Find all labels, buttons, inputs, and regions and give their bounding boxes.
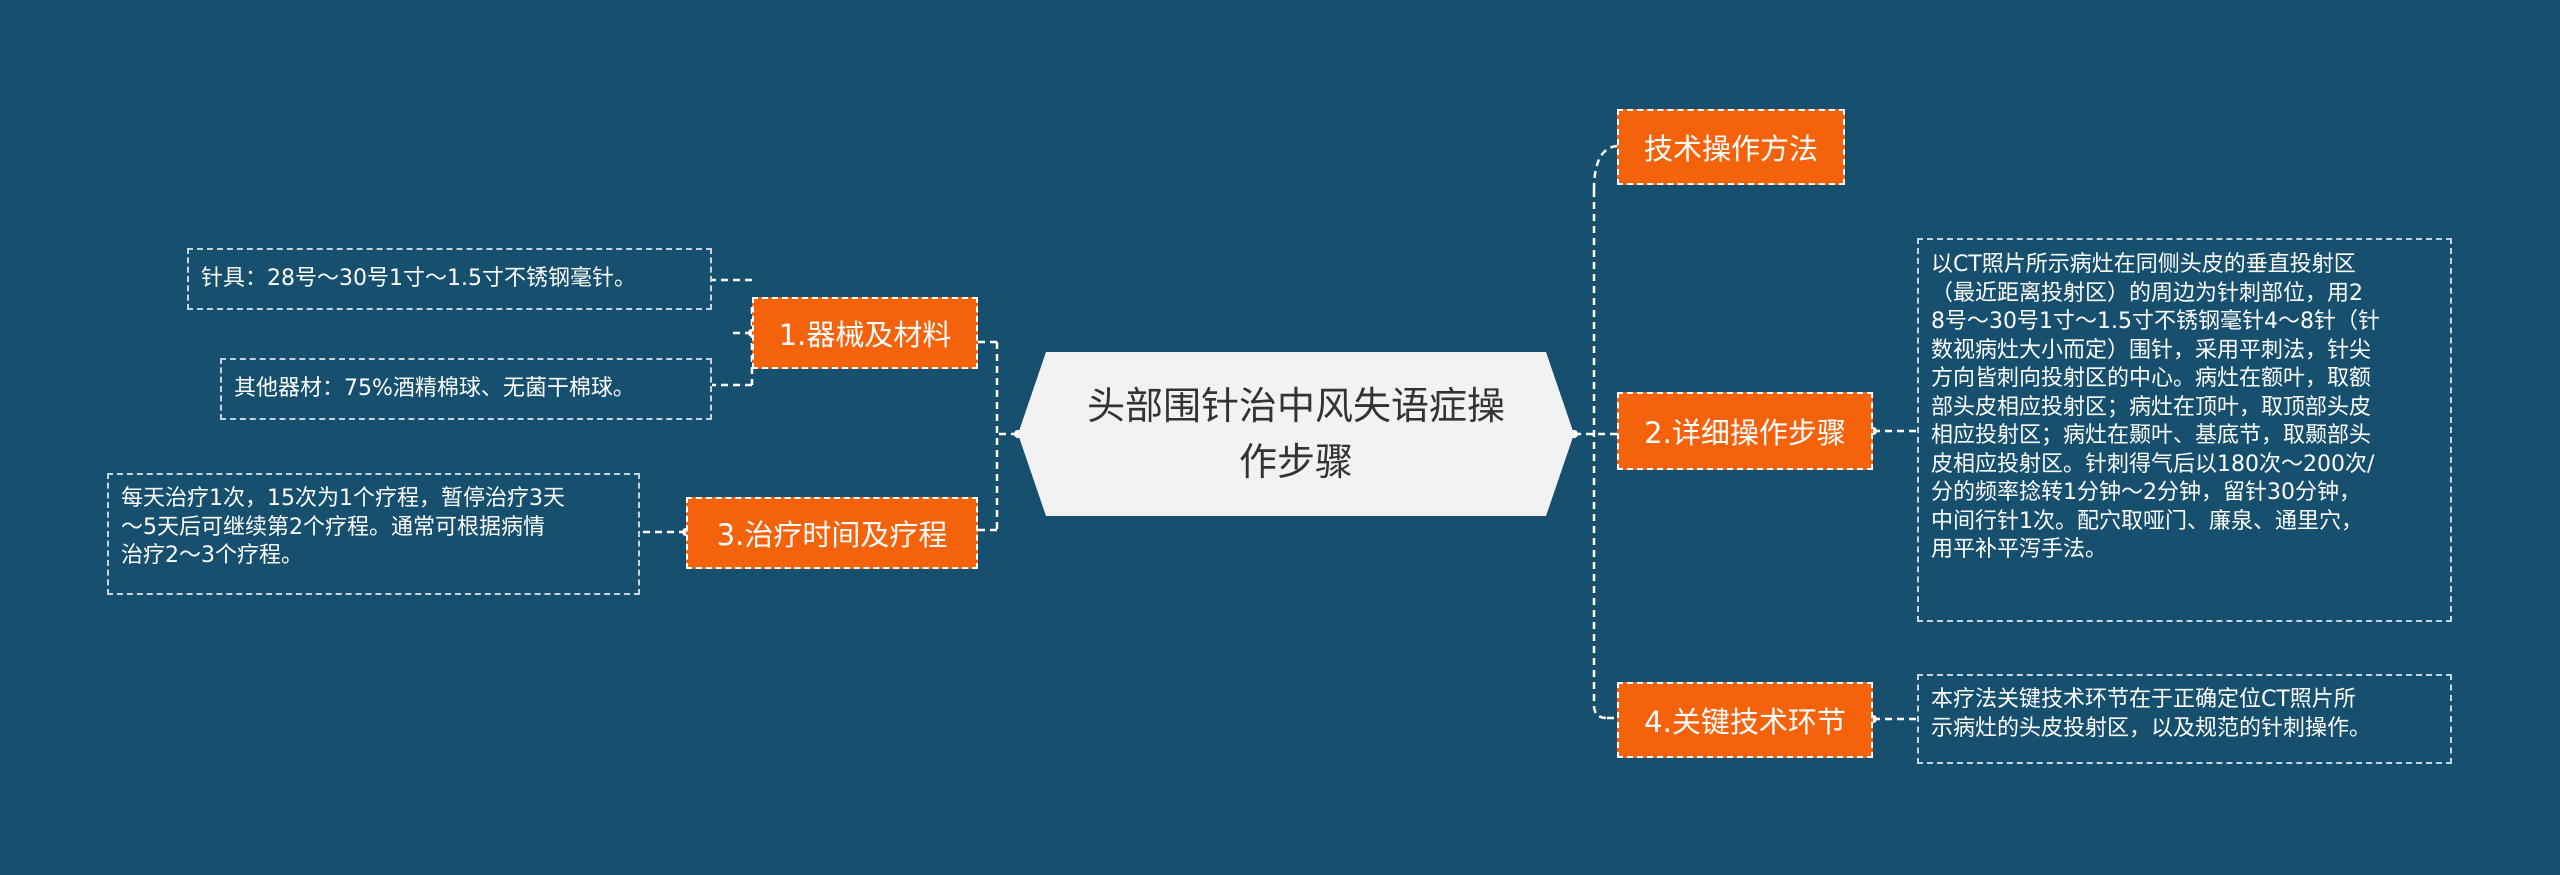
central-topic[interactable]: 头部围针治中风失语症操 作步骤 xyxy=(1018,352,1574,516)
leaf-text-line: 每天治疗1次，15次为1个疗程，暂停治疗3天 xyxy=(121,486,565,511)
leaf-text-line: 数视病灶大小而定）围针，采用平刺法，针尖 xyxy=(1931,337,2372,363)
leaf-text-line: 示病灶的头皮投射区，以及规范的针刺操作。 xyxy=(1931,715,2372,741)
branch-key-technique-label: 4.关键技术环节 xyxy=(1644,705,1846,739)
branch-treatment-course[interactable]: 3.治疗时间及疗程 xyxy=(686,497,978,569)
leaf-text-line: 分的频率捻转1分钟～2分钟，留针30分钟， xyxy=(1931,480,2361,505)
leaf-key-technique[interactable]: 本疗法关键技术环节在于正确定位CT照片所 示病灶的头皮投射区，以及规范的针刺操作… xyxy=(1917,674,2452,764)
leaf-text-line: 8号～30号1寸～1.5寸不锈钢毫针4～8针（针 xyxy=(1931,309,2380,334)
leaf-detailed-steps[interactable]: 以CT照片所示病灶在同侧头皮的垂直投射区 （最近距离投射区）的周边为针刺部位，用… xyxy=(1917,238,2452,622)
leaf-text-line: 治疗2～3个疗程。 xyxy=(121,543,303,568)
branch-equipment-label: 1.器械及材料 xyxy=(778,318,952,352)
branch-equipment[interactable]: 1.器械及材料 xyxy=(752,297,978,369)
leaf-treatment-schedule[interactable]: 每天治疗1次，15次为1个疗程，暂停治疗3天 ～5天后可继续第2个疗程。通常可根… xyxy=(107,473,640,595)
link-right-spine xyxy=(1592,190,1608,720)
branch-technique-method[interactable]: 技术操作方法 xyxy=(1617,109,1845,185)
branch-technique-method-label: 技术操作方法 xyxy=(1643,132,1818,166)
leaf-text-line: 本疗法关键技术环节在于正确定位CT照片所 xyxy=(1931,687,2356,712)
branch-detailed-steps[interactable]: 2.详细操作步骤 xyxy=(1617,392,1873,470)
leaf-text-line: ～5天后可继续第2个疗程。通常可根据病情 xyxy=(121,514,545,540)
central-topic-line-1: 头部围针治中风失语症操 xyxy=(1086,384,1505,428)
leaf-needle-tools[interactable]: 针具：28号～30号1寸～1.5寸不锈钢毫针。 xyxy=(187,248,712,310)
leaf-other-equipment-text: 其他器材：75%酒精棉球、无菌干棉球。 xyxy=(234,375,635,401)
link-right-top xyxy=(1592,144,1618,191)
leaf-other-equipment[interactable]: 其他器材：75%酒精棉球、无菌干棉球。 xyxy=(220,358,712,420)
central-topic-line-2: 作步骤 xyxy=(1238,440,1353,484)
leaf-text-line: （最近距离投射区）的周边为针刺部位，用2 xyxy=(1931,280,2363,306)
leaf-text-line: 中间行针1次。配穴取哑门、廉泉、通里穴， xyxy=(1931,508,2363,534)
branch-treatment-course-label: 3.治疗时间及疗程 xyxy=(716,518,948,552)
leaf-text-line: 用平补平泻手法。 xyxy=(1931,537,2108,562)
leaf-text-line: 以CT照片所示病灶在同侧头皮的垂直投射区 xyxy=(1931,252,2356,277)
leaf-text-line: 方向皆刺向投射区的中心。病灶在额叶，取额 xyxy=(1931,366,2372,391)
branch-key-technique[interactable]: 4.关键技术环节 xyxy=(1617,682,1873,758)
branch-detailed-steps-label: 2.详细操作步骤 xyxy=(1644,416,1846,450)
leaf-text-line: 部头皮相应投射区；病灶在顶叶，取顶部头皮 xyxy=(1931,394,2372,420)
leaf-text-line: 皮相应投射区。针刺得气后以180次～200次/ xyxy=(1931,451,2375,477)
leaf-needle-tools-text: 针具：28号～30号1寸～1.5寸不锈钢毫针。 xyxy=(201,265,636,291)
leaf-text-line: 相应投射区；病灶在颞叶、基底节，取颞部头 xyxy=(1931,423,2372,448)
